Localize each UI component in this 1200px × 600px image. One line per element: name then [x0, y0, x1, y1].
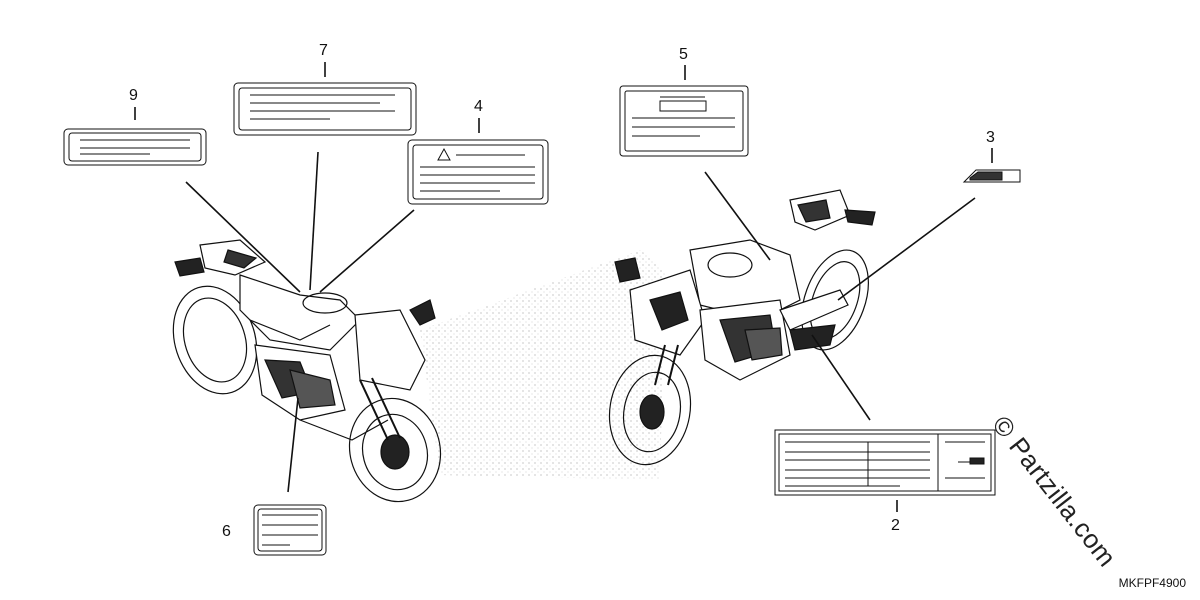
stipple-shading: [420, 250, 665, 480]
diagram-code: MKFPF4900: [1118, 576, 1186, 590]
callout-5: 5: [679, 46, 688, 63]
label-3-sticker: [962, 169, 1021, 183]
leader-lines: [134, 62, 993, 512]
callout-3: 3: [986, 129, 995, 146]
callout-7: 7: [319, 42, 328, 59]
label-9-sticker: [63, 128, 207, 166]
leader-6: [287, 397, 299, 493]
leader-7: [309, 151, 319, 291]
callout-4: 4: [474, 98, 483, 115]
motorcycle-right: [608, 189, 876, 466]
label-5-sticker: [619, 85, 749, 157]
leader-5: [704, 171, 771, 261]
label-7-sticker: [233, 82, 417, 136]
label-6-sticker: [253, 504, 327, 556]
label-4-sticker: [407, 139, 549, 205]
motorcycle-left: [172, 239, 442, 503]
leader-2: [811, 334, 871, 421]
callout-9: 9: [129, 87, 138, 104]
callout-2: 2: [891, 517, 900, 534]
label-2-sticker: [774, 429, 996, 496]
leader-9: [185, 181, 301, 293]
callout-6: 6: [222, 523, 231, 540]
leader-3: [837, 197, 976, 301]
leader-4: [319, 209, 415, 293]
